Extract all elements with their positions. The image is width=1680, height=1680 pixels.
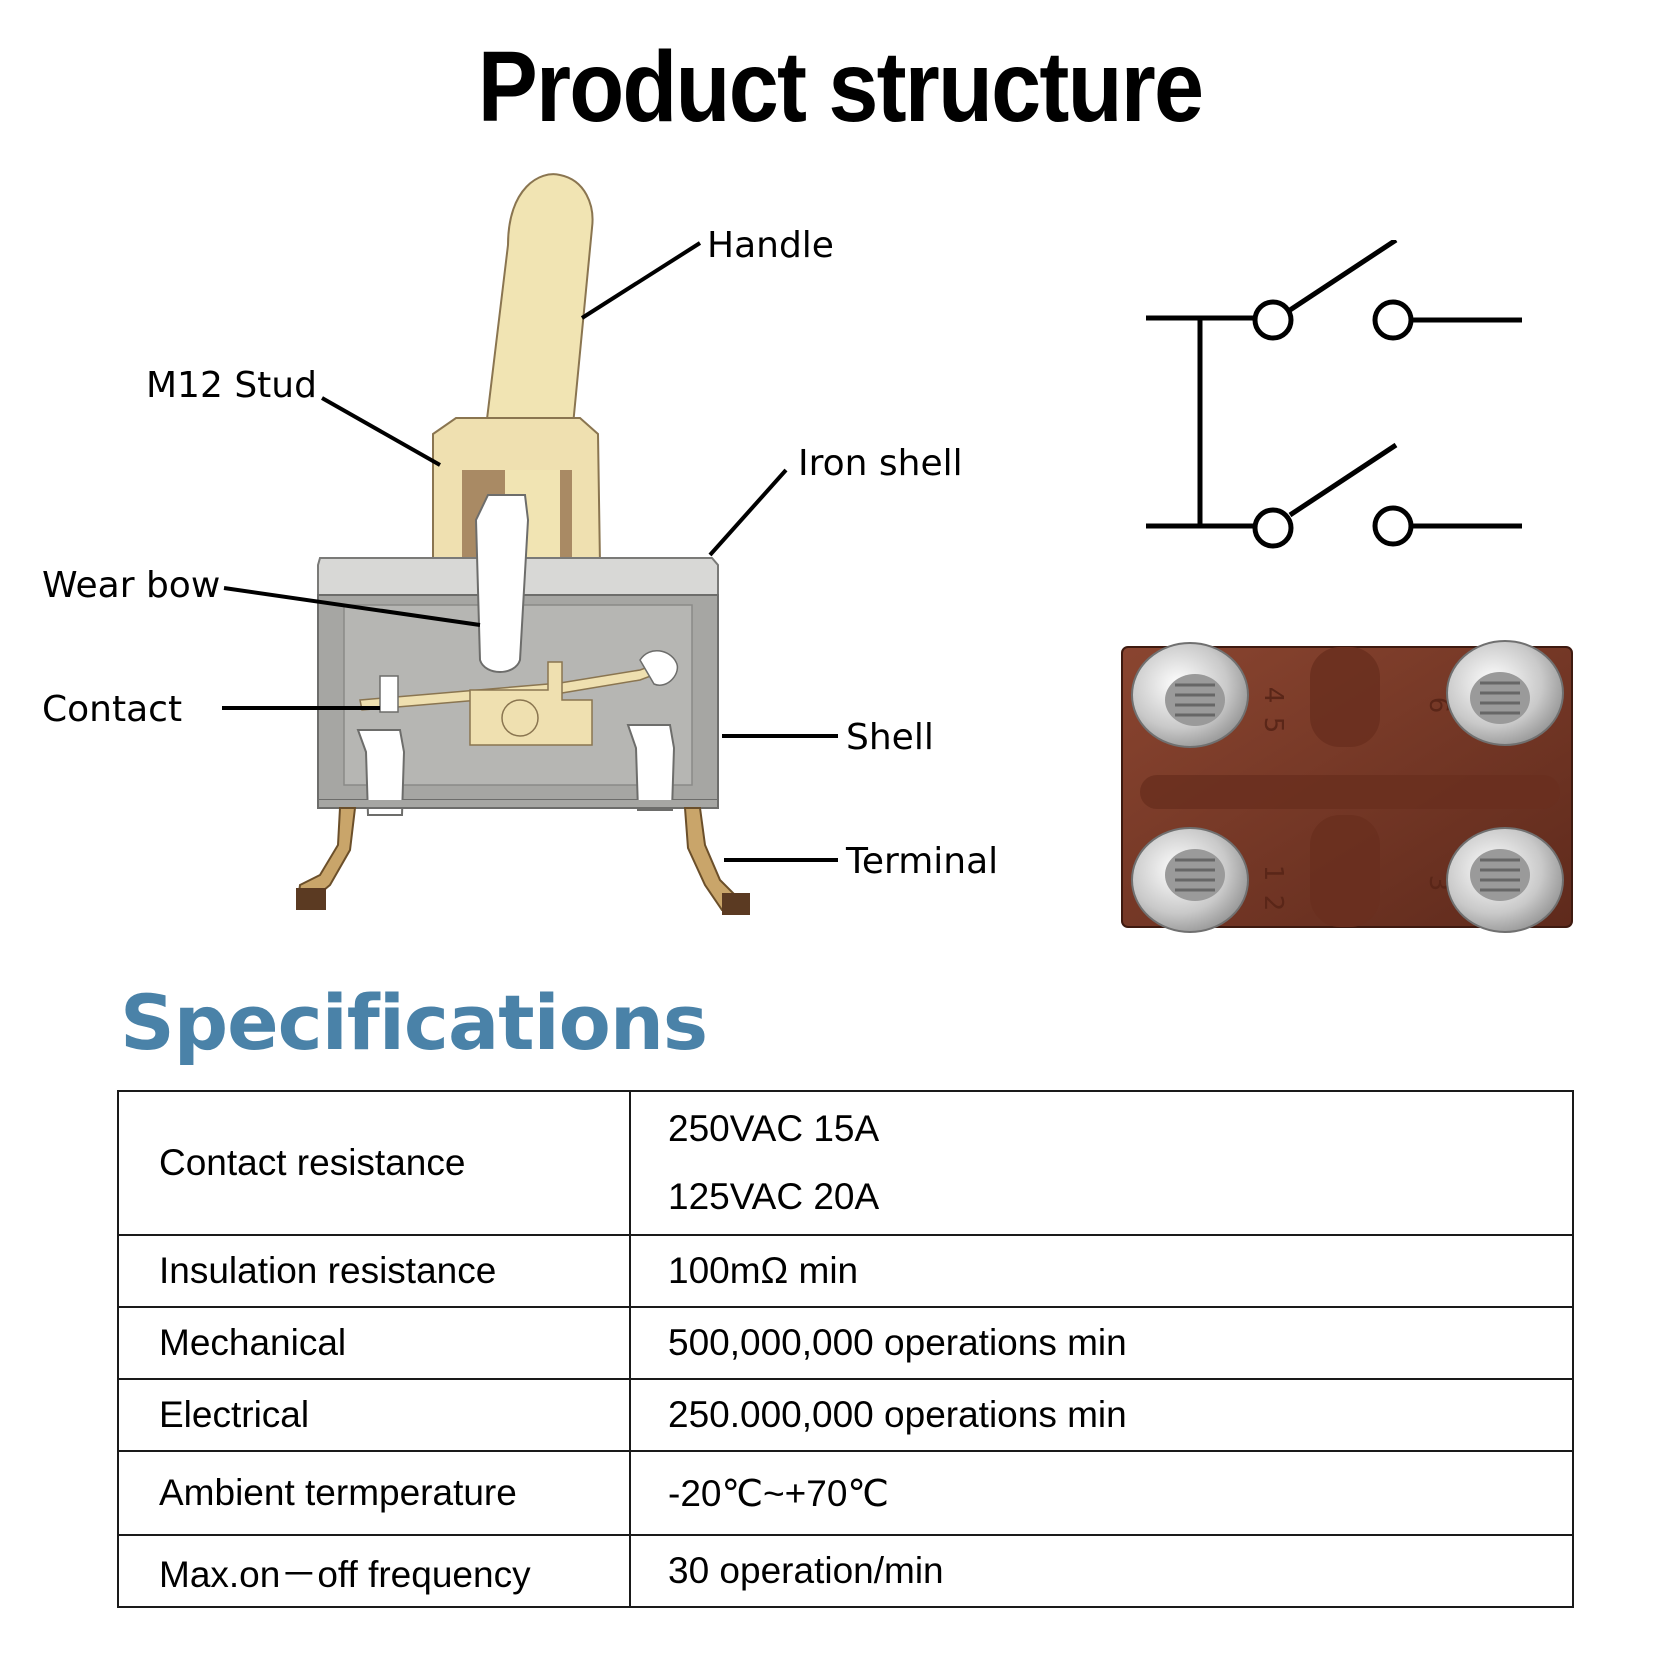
m12-stud-leader xyxy=(321,396,441,467)
spec-label: Mechanical xyxy=(117,1306,631,1380)
contact-pin xyxy=(379,675,399,713)
table-row: Mechanical 500,000,000 operations min xyxy=(117,1306,1574,1380)
table-row: Max.on－off frequency 30 operation/min xyxy=(117,1534,1574,1608)
spec-value: 250VAC 15A 125VAC 20A xyxy=(629,1090,1574,1236)
spec-value: 100mΩ min xyxy=(629,1234,1574,1308)
screw-terminal-bottom-left xyxy=(1131,827,1249,933)
table-row: Electrical 250.000,000 operations min xyxy=(117,1378,1574,1452)
switch-2-contact-b xyxy=(1372,505,1414,547)
switch-base-bottom-view: 4 5 6 1 2 3 xyxy=(1121,640,1573,933)
callout-shell: Shell xyxy=(846,717,934,758)
table-row: Ambient termperature -20℃~+70℃ xyxy=(117,1450,1574,1536)
spec-value: 30 operation/min xyxy=(629,1534,1574,1608)
svg-text:6: 6 xyxy=(1423,697,1453,714)
spec-label: Electrical xyxy=(117,1378,631,1452)
specifications-table: Contact resistance 250VAC 15A 125VAC 20A… xyxy=(117,1090,1574,1608)
callout-terminal: Terminal xyxy=(846,841,999,882)
spec-label: Ambient termperature xyxy=(117,1450,631,1536)
iron-shell-leader xyxy=(708,468,788,557)
page-title: Product structure xyxy=(477,31,1204,143)
spec-value-line: 125VAC 20A xyxy=(668,1176,880,1217)
spec-label: Insulation resistance xyxy=(117,1234,631,1308)
svg-text:4: 4 xyxy=(1258,687,1288,704)
left-terminal xyxy=(296,807,357,901)
switch-cross-section xyxy=(222,173,838,915)
specifications-title: Specifications xyxy=(120,978,708,1067)
callout-wear-bow: Wear bow xyxy=(42,565,221,606)
circuit-schematic xyxy=(1146,240,1522,549)
switch-1-contact-a xyxy=(1252,299,1294,341)
spec-value: 250.000,000 operations min xyxy=(629,1378,1574,1452)
spec-value: -20℃~+70℃ xyxy=(629,1450,1574,1536)
spec-label: Contact resistance xyxy=(117,1090,631,1236)
svg-text:2: 2 xyxy=(1258,895,1288,912)
svg-text:5: 5 xyxy=(1258,717,1288,734)
table-row: Contact resistance 250VAC 15A 125VAC 20A xyxy=(117,1090,1574,1236)
svg-text:1: 1 xyxy=(1258,865,1288,882)
right-terminal-post xyxy=(626,724,676,811)
switch-1-contact-b xyxy=(1372,299,1414,341)
svg-text:3: 3 xyxy=(1423,875,1453,892)
wear-bow-leader xyxy=(223,586,481,627)
left-terminal-post xyxy=(356,729,406,816)
screw-terminal-bottom-right xyxy=(1446,827,1564,933)
spec-value-line: 250VAC 15A xyxy=(668,1108,880,1149)
switch-1-blade xyxy=(1288,240,1398,313)
spec-label: Max.on－off frequency xyxy=(117,1534,631,1608)
handle-leader xyxy=(580,241,702,320)
callout-iron-shell: Iron shell xyxy=(798,443,963,484)
screw-terminal-top-left xyxy=(1131,642,1249,748)
spec-value: 500,000,000 operations min xyxy=(629,1306,1574,1380)
callout-handle: Handle xyxy=(707,225,834,266)
callout-contact: Contact xyxy=(42,689,183,730)
table-row: Insulation resistance 100mΩ min xyxy=(117,1234,1574,1308)
screw-terminal-top-right xyxy=(1446,640,1564,746)
wear-bow xyxy=(474,494,530,673)
switch-2-contact-a xyxy=(1252,507,1294,549)
switch-2-blade xyxy=(1288,442,1398,518)
callout-m12-stud: M12 Stud xyxy=(146,365,317,406)
